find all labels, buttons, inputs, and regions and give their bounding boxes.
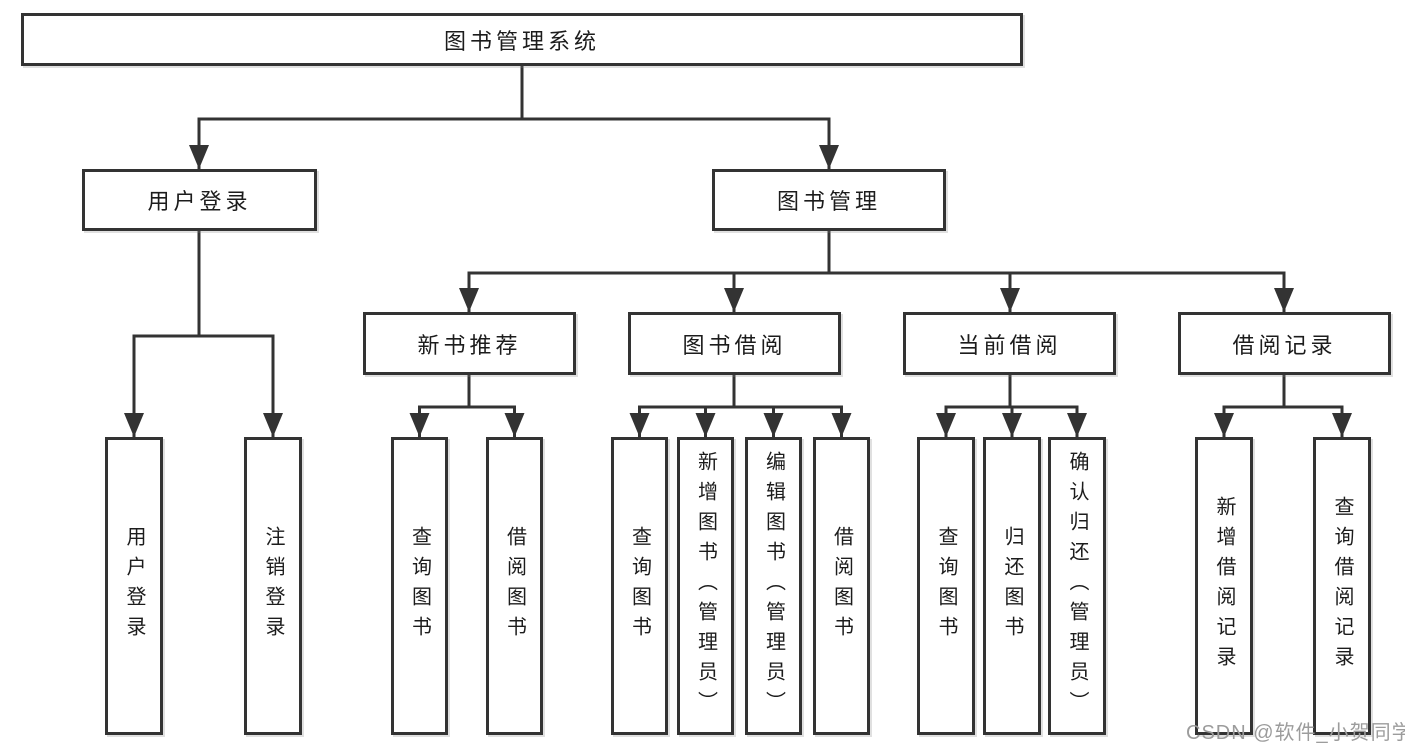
leaf-query-books-2: 查询图书: [611, 437, 668, 735]
leaf-borrow-books-2-label: 借阅图书: [830, 526, 853, 646]
leaf-query-books-1: 查询图书: [391, 437, 448, 735]
leaf-add-book-admin: 新增图书（管理员）: [677, 437, 734, 735]
leaf-query-books-3: 查询图书: [917, 437, 975, 735]
leaf-return-books: 归还图书: [983, 437, 1041, 735]
node-current-borrow: 当前借阅: [903, 312, 1116, 375]
leaf-logout-label: 注销登录: [262, 526, 284, 646]
leaf-query-books-1-label: 查询图书: [408, 526, 431, 646]
leaf-add-borrow-record: 新增借阅记录: [1195, 437, 1253, 735]
node-borrow-records: 借阅记录: [1178, 312, 1391, 375]
leaf-edit-book-admin-label: 编辑图书（管理员）: [762, 451, 785, 721]
leaf-query-books-3-label: 查询图书: [935, 526, 957, 646]
node-new-book-recommend: 新书推荐: [363, 312, 576, 375]
leaf-user-login-label: 用户登录: [123, 526, 145, 646]
leaf-borrow-books-1: 借阅图书: [486, 437, 543, 735]
leaf-borrow-books-1-label: 借阅图书: [503, 526, 526, 646]
leaf-logout: 注销登录: [244, 437, 302, 735]
node-root: 图书管理系统: [21, 13, 1023, 66]
leaf-confirm-return-admin: 确认归还（管理员）: [1048, 437, 1106, 735]
node-book-borrow: 图书借阅: [628, 312, 841, 375]
leaf-confirm-return-admin-label: 确认归还（管理员）: [1066, 451, 1088, 721]
leaf-query-borrow-record: 查询借阅记录: [1313, 437, 1371, 735]
leaf-edit-book-admin: 编辑图书（管理员）: [745, 437, 802, 735]
leaf-query-books-2-label: 查询图书: [628, 526, 651, 646]
node-book-management: 图书管理: [712, 169, 946, 231]
leaf-return-books-label: 归还图书: [1001, 526, 1023, 646]
leaf-borrow-books-2: 借阅图书: [813, 437, 870, 735]
connector-group: [124, 64, 1352, 439]
leaf-query-borrow-record-label: 查询借阅记录: [1331, 496, 1353, 676]
node-user-login: 用户登录: [82, 169, 317, 231]
leaf-add-book-admin-label: 新增图书（管理员）: [694, 451, 717, 721]
watermark: CSDN @软件_小贺同学: [1186, 722, 1405, 744]
leaf-user-login: 用户登录: [105, 437, 163, 735]
leaf-add-borrow-record-label: 新增借阅记录: [1213, 496, 1235, 676]
